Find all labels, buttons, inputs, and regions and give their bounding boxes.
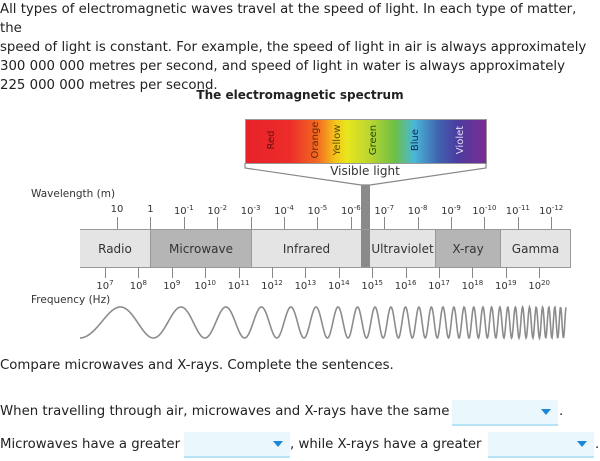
intro-line: speed of light is constant. For example,…	[0, 40, 587, 55]
frequency-tick-mark	[138, 267, 140, 278]
frequency-tick-mark	[238, 267, 240, 278]
frequency-tick-label: 1020	[528, 279, 551, 292]
sentence-1: When travelling through air, microwaves …	[0, 404, 449, 419]
dropdown-arrow-icon	[541, 409, 551, 415]
wavelength-tick-label: 10-8	[407, 204, 428, 217]
visible-light-colorbar: Red Orange Yellow Green Blue Violet	[245, 119, 487, 164]
sentence-2: Microwaves have a greater	[0, 437, 180, 452]
wavelength-tick-label: 10-1	[173, 204, 194, 217]
wavelength-tick-mark	[284, 217, 285, 229]
frequency-tick-mark	[105, 267, 106, 278]
wavelength-tick-mark	[217, 217, 219, 229]
band-infrared: Infrared	[252, 230, 361, 267]
wavelength-tick-label: 10-9	[441, 204, 461, 217]
frequency-tick-label: 1013	[294, 279, 317, 292]
sentence-1-end: .	[559, 404, 564, 419]
wavelength-tick-mark	[551, 217, 553, 229]
frequency-tick-label: 1019	[494, 279, 517, 292]
frequency-tick-label: 1010	[194, 279, 217, 292]
frequency-tick-mark	[205, 267, 207, 278]
frequency-tick-mark	[171, 267, 173, 278]
frequency-tick-label: 1015	[361, 279, 384, 292]
wavelength-tick-mark	[451, 217, 452, 229]
wavelength-tick-label: 10-7	[374, 204, 395, 217]
sentence-2-text: Microwaves have a greater	[0, 437, 181, 452]
sentence-2-mid: , while X-rays have a greater	[290, 437, 482, 452]
band-ultraviolet: Ultraviolet	[370, 230, 436, 267]
frequency-tick-mark	[405, 267, 407, 278]
dropdown-arrow-icon	[273, 441, 283, 447]
wavelength-tick-label: 10-6	[340, 204, 361, 217]
frequency-tick-mark	[539, 267, 541, 278]
dropdown-microwave-greater[interactable]	[184, 432, 290, 458]
intro-paragraph: All types of electromagnetic waves trave…	[0, 0, 600, 95]
wavelength-tick-label: 10-5	[307, 204, 328, 217]
frequency-tick-label: 1017	[428, 279, 450, 292]
figure-title: The electromagnetic spectrum	[196, 88, 404, 102]
frequency-tick-label: 109	[163, 279, 181, 292]
band-gamma: Gamma	[501, 230, 571, 267]
wavelength-tick-mark	[183, 217, 185, 229]
frequency-tick-mark	[505, 267, 507, 278]
wavelength-axis-label: Wavelength (m)	[31, 188, 116, 200]
wavelength-tick-mark	[384, 217, 386, 229]
band-microwave: Microwave	[151, 230, 252, 267]
frequency-tick-mark	[372, 267, 374, 278]
wavelength-tick-label: 10-10	[472, 204, 497, 217]
dropdown-same-property[interactable]	[452, 400, 558, 426]
frequency-tick-label: 107	[96, 279, 114, 292]
frequency-tick-label: 1018	[461, 279, 484, 292]
wavelength-tick-mark	[117, 217, 118, 229]
question-prompt: Compare microwaves and X-rays. Complete …	[0, 358, 394, 373]
frequency-tick-label: 1012	[261, 279, 283, 292]
wavelength-tick-label: 1	[147, 204, 154, 215]
frequency-axis-label: Frequency (Hz)	[31, 294, 111, 306]
intro-line: 300 000 000 metres per second, and speed…	[0, 59, 565, 74]
wavelength-tick-label: 10-11	[505, 204, 530, 217]
frequency-tick-mark	[272, 267, 273, 278]
frequency-tick-mark	[472, 267, 474, 278]
band-radio: Radio	[80, 230, 151, 267]
wavelength-tick-mark	[484, 217, 486, 229]
frequency-tick-label: 1016	[394, 279, 417, 292]
frequency-tick-label: 108	[129, 279, 147, 292]
intro-line: All types of electromagnetic waves trave…	[0, 2, 577, 36]
wavelength-tick-mark	[250, 217, 252, 229]
spectrum-bar: Radio Microwave Infrared Ultraviolet X-r…	[80, 229, 571, 268]
frequency-tick-mark	[338, 267, 340, 278]
wavelength-tick-mark	[317, 217, 319, 229]
wavelength-tick-mark	[517, 217, 519, 229]
frequency-tick-mark	[305, 267, 307, 278]
wavelength-tick-label: 10-4	[274, 204, 294, 217]
wavelength-tick-label: 10-12	[539, 204, 564, 217]
wavelength-tick-label: 10	[110, 204, 124, 215]
wavelength-tick-mark	[350, 217, 352, 229]
sentence-2-end: .	[595, 437, 600, 452]
visible-light-caption: Visible light	[330, 164, 400, 178]
dropdown-arrow-icon	[577, 441, 587, 447]
intro-line: 225 000 000 metres per second.	[0, 78, 218, 93]
band-xray: X-ray	[436, 230, 501, 267]
wavelength-tick-label: 10-3	[240, 204, 261, 217]
wavelength-tick-mark	[150, 217, 152, 229]
frequency-tick-label: 1011	[227, 279, 250, 292]
frequency-tick-label: 1014	[327, 279, 350, 292]
sentence-1-text: When travelling through air, microwaves …	[0, 404, 450, 419]
dropdown-xray-greater[interactable]	[488, 432, 594, 458]
frequency-tick-mark	[439, 267, 440, 278]
wavelength-tick-mark	[417, 217, 419, 229]
wavelength-tick-label: 10-2	[207, 204, 228, 217]
